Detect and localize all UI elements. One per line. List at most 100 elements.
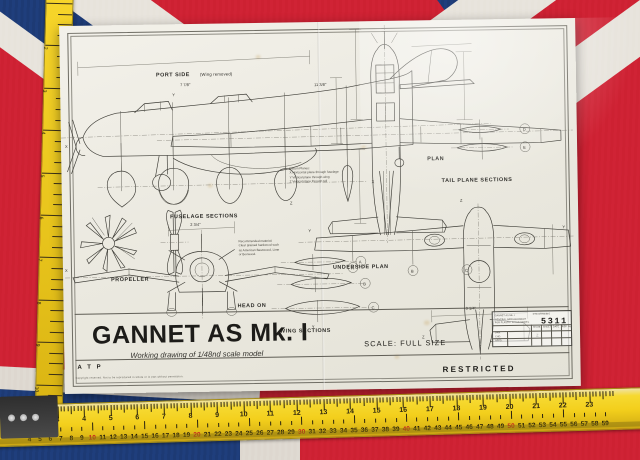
- vertical-tape-tick: [50, 310, 65, 312]
- view-underside-plan: B A C Y Y Z Z: [298, 203, 575, 360]
- inch-label: 17: [425, 406, 434, 414]
- inch-subtick: [452, 395, 454, 401]
- note-material: Recommended material: Clear grained hard…: [239, 239, 280, 258]
- cm-tick: [594, 412, 596, 417]
- cm-tick: [604, 412, 607, 417]
- inch-subtick: [336, 398, 338, 407]
- inch-subtick: [389, 397, 391, 406]
- inch-subtick: [559, 392, 561, 398]
- inch-subtick: [259, 400, 262, 406]
- cm-tick: [60, 427, 62, 432]
- title-block-cell-sheet: SHEET: [542, 325, 552, 329]
- inch-subtick: [133, 404, 135, 410]
- cm-tick: [562, 409, 565, 418]
- inch-label: 5: [108, 414, 113, 423]
- inch-subtick: [273, 400, 275, 406]
- inch-subtick: [612, 390, 614, 397]
- cm-tick: [343, 419, 345, 424]
- inch-subtick: [223, 401, 225, 407]
- inch-subtick: [193, 402, 195, 408]
- inch-subtick: [592, 391, 594, 397]
- svg-text:Z: Z: [460, 198, 463, 203]
- inch-label: 6: [135, 414, 140, 422]
- inch-subtick: [226, 401, 228, 407]
- svg-text:B: B: [411, 269, 414, 274]
- inch-subtick: [495, 394, 498, 403]
- inch-subtick: [399, 396, 401, 402]
- inch-subtick: [146, 403, 149, 410]
- inch-subtick: [203, 402, 205, 411]
- vertical-tape-tick: [36, 384, 63, 386]
- inch-subtick: [166, 403, 169, 409]
- inch-subtick: [372, 397, 375, 403]
- view-tail-plane-sections: D E: [451, 119, 531, 160]
- inch-subtick: [499, 394, 501, 400]
- cm-tick: [217, 423, 219, 428]
- inch-subtick: [153, 403, 155, 409]
- inch-subtick: [545, 392, 547, 398]
- inch-subtick: [426, 396, 428, 402]
- inch-subtick: [233, 401, 235, 407]
- inch-subtick: [176, 403, 179, 412]
- svg-text:Y: Y: [312, 324, 315, 329]
- inch-label: 21: [532, 403, 541, 411]
- vertical-tape-tick: [46, 2, 73, 5]
- inch-subtick: [329, 398, 331, 404]
- inch-subtick: [276, 400, 278, 406]
- cm-tick: [290, 420, 293, 426]
- inch-label: 9: [215, 412, 220, 420]
- vertical-tape-tick: [49, 331, 64, 333]
- inch-subtick: [485, 394, 488, 400]
- svg-text:Y: Y: [308, 228, 311, 233]
- technical-drawing-sheet: X Y X: [59, 16, 640, 395]
- inch-subtick: [283, 400, 285, 409]
- cm-tick: [144, 421, 146, 430]
- inch-subtick: [439, 395, 441, 401]
- tape-rivet: [19, 414, 28, 422]
- inch-subtick: [475, 394, 478, 400]
- inch-subtick: [602, 391, 604, 400]
- cm-tick: [154, 424, 156, 429]
- inch-subtick: [469, 394, 471, 404]
- inch-subtick: [313, 399, 315, 405]
- cm-tick: [238, 422, 240, 427]
- cm-tick: [102, 426, 104, 431]
- inch-subtick: [140, 404, 142, 410]
- inch-subtick: [279, 400, 282, 406]
- inch-subtick: [605, 391, 607, 397]
- inch-subtick: [522, 393, 524, 402]
- inch-subtick: [392, 397, 395, 403]
- inch-subtick: [339, 398, 341, 404]
- drawing-scale: SCALE: FULL SIZE: [364, 338, 447, 349]
- inch-label: 19: [479, 404, 487, 412]
- inch-subtick: [502, 394, 504, 400]
- svg-text:Y: Y: [562, 224, 565, 229]
- inch-subtick: [100, 405, 102, 411]
- inch-subtick: [369, 397, 371, 403]
- vertical-tape-tick: [58, 13, 73, 16]
- inch-subtick: [379, 397, 381, 403]
- label-port-side: PORT SIDE: [155, 72, 190, 79]
- inch-label: 4: [82, 415, 87, 423]
- inch-subtick: [309, 399, 312, 408]
- inch-subtick: [555, 392, 557, 398]
- vertical-tape-label: 4: [39, 131, 47, 135]
- cm-tick: [395, 418, 397, 423]
- inch-subtick: [150, 403, 152, 412]
- inch-subtick: [200, 402, 202, 408]
- inch-subtick: [60, 406, 62, 412]
- svg-text:C: C: [372, 305, 375, 310]
- inch-subtick: [552, 392, 554, 398]
- note-datum-planes: Datum Planes: X Horizontal plane through…: [289, 166, 338, 185]
- inch-subtick: [575, 392, 577, 401]
- inch-subtick: [246, 401, 248, 407]
- inch-subtick: [180, 403, 182, 409]
- cm-tick: [123, 425, 125, 430]
- title-block-left-caption-2: GENERAL ARRANGEMENT: [494, 318, 526, 321]
- drawing-title-block: DTD DRAWING 5311 GANNET AS Mk. I GENERAL…: [491, 310, 573, 348]
- vertical-tape-tick: [48, 373, 63, 376]
- vertical-tape-label: 7: [36, 258, 43, 262]
- inch-subtick: [569, 392, 571, 398]
- cm-tick: [364, 418, 366, 423]
- inch-subtick: [93, 405, 95, 411]
